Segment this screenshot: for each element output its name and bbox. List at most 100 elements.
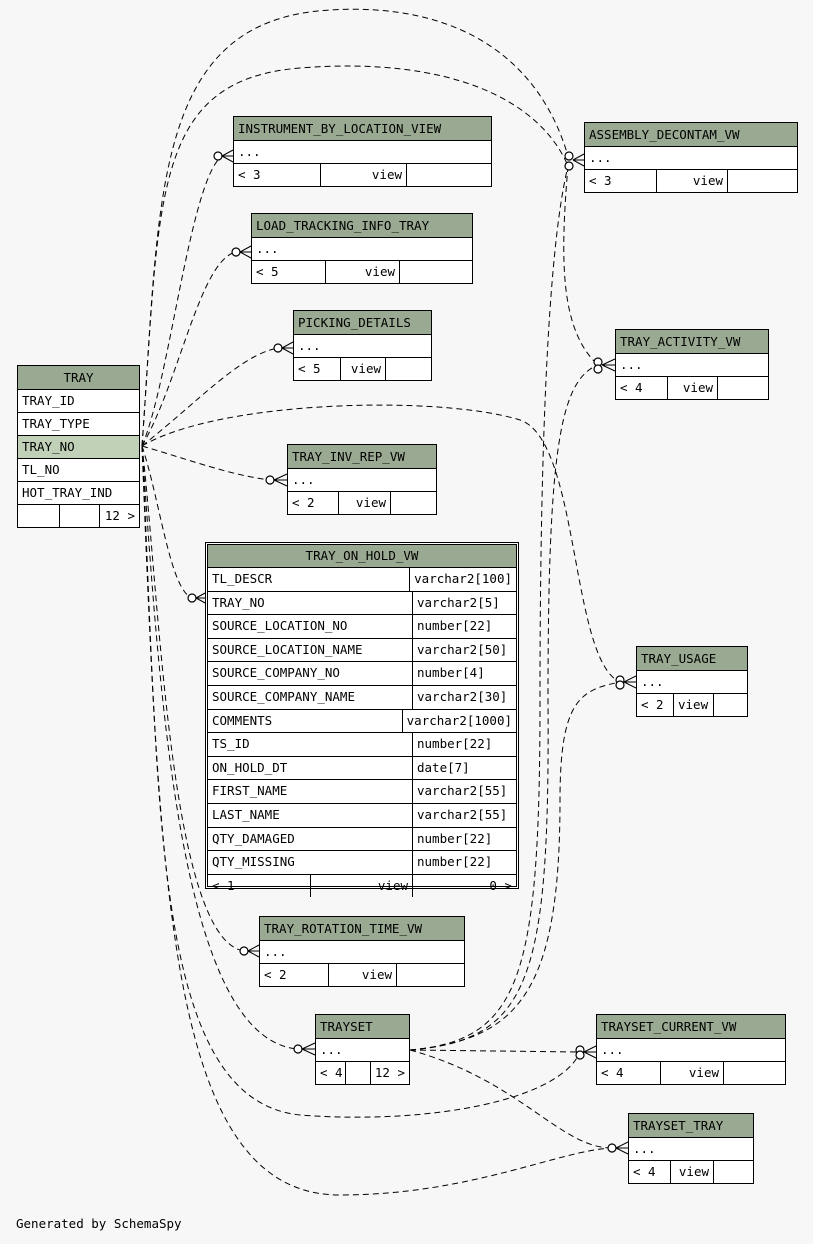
footer-children: 12 > [374, 1065, 405, 1080]
edge-end-instrument [213, 151, 223, 161]
view-footer: < 2 view [637, 694, 747, 716]
table-title: TRAYSET [316, 1015, 409, 1039]
view-tray-activity[interactable]: TRAY_ACTIVITY_VW ... < 4 view [615, 329, 769, 400]
edge-rotation [141, 445, 245, 952]
edge-end-picking [273, 343, 283, 353]
column-type: number[4] [417, 665, 485, 681]
edge-end-tsc-2 [575, 1050, 585, 1060]
edge-end-onhold [187, 593, 197, 603]
table-tray[interactable]: TRAY TRAY_ID TRAY_TYPE TRAY_NO TL_NO HOT… [17, 365, 140, 528]
column-name: SOURCE_COMPANY_NAME [208, 685, 413, 709]
view-title: TRAY_ROTATION_TIME_VW [260, 917, 464, 941]
footer-type: view [661, 1062, 724, 1084]
footer-type: view [674, 694, 714, 716]
table-footer: 12 > [18, 505, 139, 527]
edge-trayset-current-2 [409, 1049, 581, 1053]
edge-activity [563, 165, 599, 366]
footer-type: view [668, 377, 718, 399]
edge-usage [141, 404, 621, 683]
column-type: number[22] [417, 618, 493, 634]
footer-cell [346, 1062, 371, 1084]
column-name: SOURCE_LOCATION_NAME [208, 638, 413, 662]
view-title: TRAY_INV_REP_VW [288, 445, 436, 469]
view-footer: < 3 view [234, 164, 491, 186]
column-name: SOURCE_COMPANY_NO [208, 662, 413, 685]
footer-children [400, 261, 472, 283]
column-name: COMMENTS [208, 709, 403, 733]
table-trayset[interactable]: TRAYSET ... < 4 12 > [315, 1014, 410, 1085]
edge-load-tracking [141, 251, 237, 447]
view-trayset-current[interactable]: TRAYSET_CURRENT_VW ... < 4 view [596, 1014, 786, 1085]
edge-end-activity-2 [593, 364, 603, 374]
view-tray-rotation-time[interactable]: TRAY_ROTATION_TIME_VW ... < 2 view [259, 916, 465, 987]
edge-trayset-tray-2 [409, 1049, 613, 1149]
edge-end-trayset [293, 1044, 303, 1054]
edge-picking [141, 347, 279, 447]
column-type: varchar2[50] [417, 641, 508, 657]
view-body: ... [260, 941, 464, 964]
column-type: varchar2[1000] [406, 712, 512, 728]
column-name: LAST_NAME [208, 803, 413, 827]
column-type: number[22] [417, 830, 493, 846]
view-title: PICKING_DETAILS [294, 311, 431, 335]
view-title: LOAD_TRACKING_INFO_TRAY [252, 214, 472, 238]
view-footer: < 1 view 0 > [208, 874, 516, 897]
column-type: number[22] [417, 854, 493, 870]
view-body: ... [616, 354, 768, 377]
footer-parents: < 2 [288, 492, 339, 514]
table-footer: < 4 12 > [316, 1062, 409, 1084]
view-assembly-decontam[interactable]: ASSEMBLY_DECONTAM_VW ... < 3 view [584, 122, 798, 193]
edge-end-trayinv [265, 475, 275, 485]
footer-children [718, 377, 768, 399]
view-body: ... [597, 1039, 785, 1062]
view-trayset-tray[interactable]: TRAYSET_TRAY ... < 4 view [628, 1113, 754, 1184]
column-name: ON_HOLD_DT [208, 756, 413, 780]
view-title: TRAY_USAGE [637, 647, 747, 671]
footer-parents: < 3 [585, 170, 657, 192]
footer-children [391, 492, 436, 514]
footer-parents: < 1 [208, 874, 311, 897]
footer-type: view [321, 164, 407, 186]
column-name: FIRST_NAME [208, 780, 413, 803]
footer-type: view [329, 964, 397, 986]
footer-type: view [657, 170, 728, 192]
column-row: TL_NO [18, 459, 139, 482]
footer-children [728, 170, 797, 192]
view-tray-usage[interactable]: TRAY_USAGE ... < 2 view [636, 646, 748, 717]
view-body: ... [585, 147, 797, 170]
view-title: TRAY_ON_HOLD_VW [208, 545, 516, 568]
footer-children [724, 1062, 785, 1084]
column-name: QTY_DAMAGED [208, 827, 413, 851]
view-load-tracking-info-tray[interactable]: LOAD_TRACKING_INFO_TRAY ... < 5 view [251, 213, 473, 284]
view-instrument-by-location[interactable]: INSTRUMENT_BY_LOCATION_VIEW ... < 3 view [233, 116, 492, 187]
column-type: varchar2[30] [417, 688, 508, 704]
footer-parents: < 3 [234, 164, 321, 186]
footer-cell [60, 505, 100, 527]
generated-by-footer: Generated by SchemaSpy [16, 1216, 182, 1231]
column-name: TS_ID [208, 733, 413, 756]
view-footer: < 5 view [294, 358, 431, 380]
column-type: varchar2[55] [417, 783, 508, 799]
edge-trayset-assembly [409, 165, 569, 1051]
view-body: ... [252, 238, 472, 261]
footer-children [407, 164, 491, 186]
column-row: TRAY_ID [18, 390, 139, 413]
view-body: ... [234, 141, 491, 164]
view-tray-inv-rep[interactable]: TRAY_INV_REP_VW ... < 2 view [287, 444, 437, 515]
view-picking-details[interactable]: PICKING_DETAILS ... < 5 view [293, 310, 432, 381]
column-row: HOT_TRAY_IND [18, 482, 139, 505]
column-name: TL_DESCR [208, 568, 411, 591]
footer-cell [18, 505, 60, 527]
edge-end-usage-2 [615, 680, 625, 690]
view-footer: < 5 view [252, 261, 472, 283]
